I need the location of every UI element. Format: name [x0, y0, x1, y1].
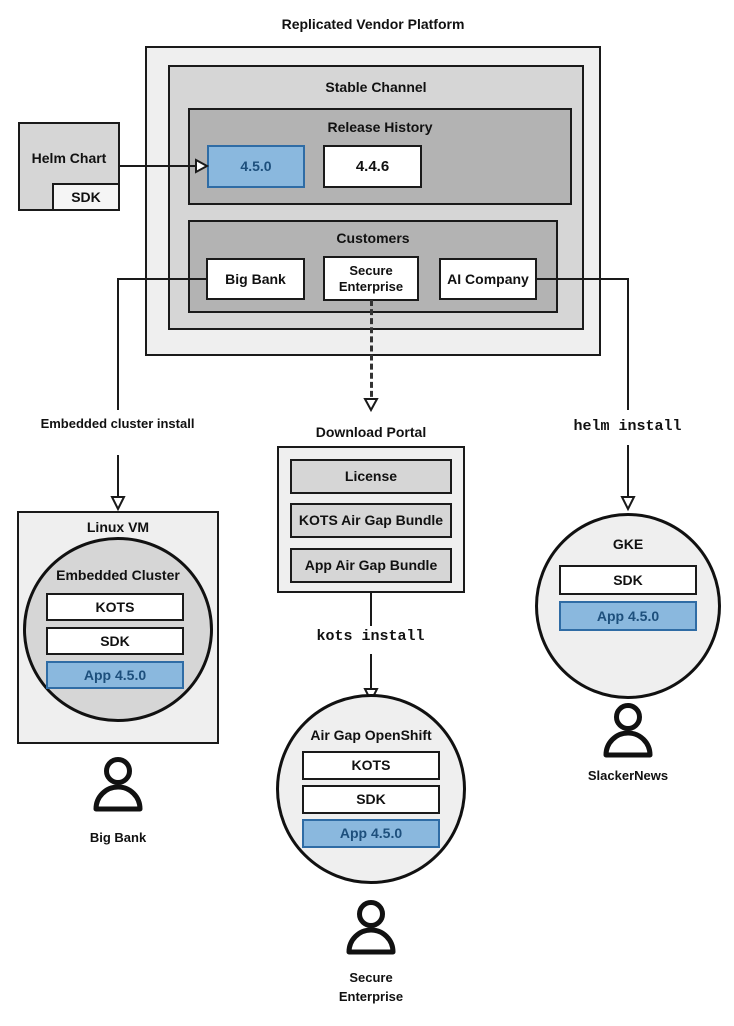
download-artifact-license[interactable]: License [290, 459, 452, 494]
gke-customer-label: SlackerNews [587, 768, 669, 783]
customer-ai-company[interactable]: AI Company [439, 258, 537, 300]
release-history-label: Release History [327, 119, 433, 135]
embedded-cluster-label: Embedded Cluster [56, 567, 180, 583]
connector-bigbank-h [117, 278, 208, 280]
helm-chart-sdk-box[interactable]: SDK [52, 183, 120, 211]
connector-portal-down [370, 593, 372, 626]
gke-label: GKE [612, 536, 644, 552]
download-portal-label: Download Portal [315, 424, 427, 440]
install-label-helm: helm install [573, 418, 682, 435]
download-artifact-app-airgap[interactable]: App Air Gap Bundle [290, 548, 452, 583]
linux-vm-component-kots[interactable]: KOTS [46, 593, 184, 621]
customer-big-bank[interactable]: Big Bank [206, 258, 305, 300]
user-icon [603, 703, 653, 758]
connector-helm-to-release [120, 165, 202, 167]
release-version-4-5-0[interactable]: 4.5.0 [207, 145, 305, 188]
page-title: Replicated Vendor Platform [281, 16, 465, 32]
airgap-component-app[interactable]: App 4.5.0 [302, 819, 440, 848]
user-icon [346, 900, 396, 955]
linux-vm-label: Linux VM [86, 519, 150, 535]
gke-component-app[interactable]: App 4.5.0 [559, 601, 697, 631]
gke-component-sdk[interactable]: SDK [559, 565, 697, 595]
install-label-kots: kots install [316, 628, 425, 645]
connector-embedded-down [117, 455, 119, 503]
connector-helm-down [627, 445, 629, 503]
connector-secure-enterprise-dashed [370, 300, 373, 406]
airgap-component-kots[interactable]: KOTS [302, 751, 440, 780]
airgap-openshift-label: Air Gap OpenShift [310, 727, 432, 743]
arrowhead-helm-to-release [195, 158, 210, 174]
linux-vm-customer-label: Big Bank [89, 830, 147, 845]
connector-aicompany-v [627, 278, 629, 410]
linux-vm-component-app[interactable]: App 4.5.0 [46, 661, 184, 689]
airgap-customer-label-line2: Enterprise [338, 989, 404, 1004]
customer-secure-enterprise[interactable]: Secure Enterprise [323, 256, 419, 301]
arrowhead-to-download-portal [363, 398, 379, 413]
linux-vm-component-sdk[interactable]: SDK [46, 627, 184, 655]
connector-bigbank-v [117, 278, 119, 410]
download-artifact-kots-airgap[interactable]: KOTS Air Gap Bundle [290, 503, 452, 538]
arrowhead-to-gke [620, 496, 636, 512]
airgap-component-sdk[interactable]: SDK [302, 785, 440, 814]
airgap-customer-label-line1: Secure [349, 970, 393, 985]
release-version-4-4-6[interactable]: 4.4.6 [323, 145, 422, 188]
customers-label: Customers [336, 230, 410, 246]
connector-kots-down [370, 654, 372, 694]
connector-aicompany-h [536, 278, 629, 280]
install-label-embedded: Embedded cluster install [40, 416, 195, 431]
arrowhead-to-linux-vm [110, 496, 126, 512]
user-icon [93, 757, 143, 812]
stable-channel-label: Stable Channel [325, 79, 427, 95]
